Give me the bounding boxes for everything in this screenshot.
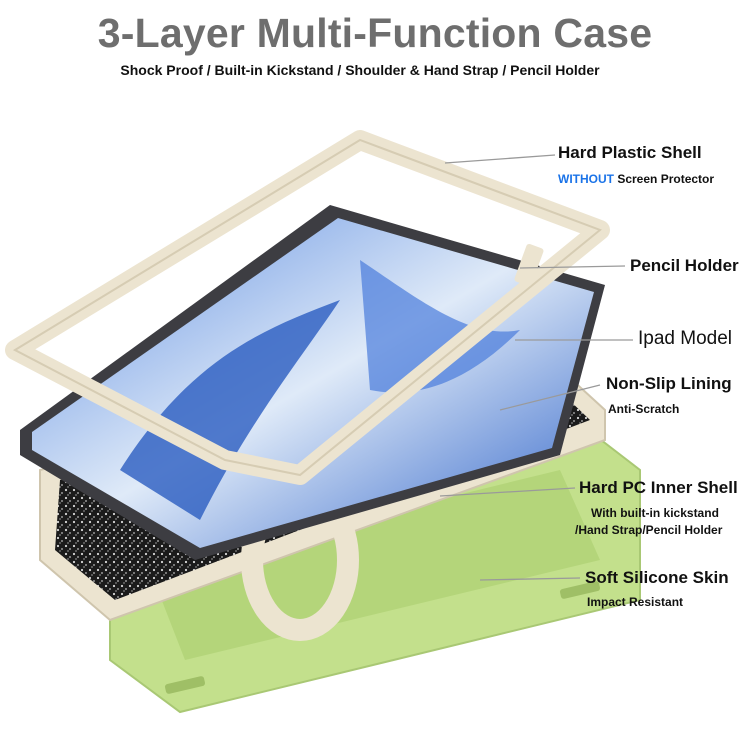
callout-non-slip-lining-note: Anti-Scratch <box>608 402 680 416</box>
note-screen-protector: Screen Protector <box>614 172 715 186</box>
callout-hard-plastic-shell: Hard Plastic Shell <box>558 143 702 162</box>
callout-non-slip-lining: Non-Slip Lining <box>606 374 732 393</box>
page-title: 3-Layer Multi-Function Case <box>97 10 653 56</box>
callout-soft-silicone-skin-note: Impact Resistant <box>587 595 684 609</box>
callout-hard-pc-inner-shell-note2: /Hand Strap/Pencil Holder <box>575 523 723 537</box>
note-without: WITHOUT <box>558 172 614 186</box>
callout-hard-pc-inner-shell-note1: With built-in kickstand <box>591 506 719 520</box>
hard-plastic-shell-layer <box>5 130 610 485</box>
callout-leaders <box>439 154 633 581</box>
page-subtitle: Shock Proof / Built-in Kickstand / Shoul… <box>120 62 600 78</box>
callout-hard-pc-inner-shell: Hard PC Inner Shell <box>579 478 738 497</box>
callout-ipad-model: Ipad Model <box>638 328 733 349</box>
callout-soft-silicone-skin: Soft Silicone Skin <box>585 568 729 587</box>
callout-pencil-holder: Pencil Holder <box>630 256 739 275</box>
callout-hard-plastic-shell-note: WITHOUT Screen Protector <box>558 172 714 186</box>
ipad-model-layer <box>20 205 605 560</box>
